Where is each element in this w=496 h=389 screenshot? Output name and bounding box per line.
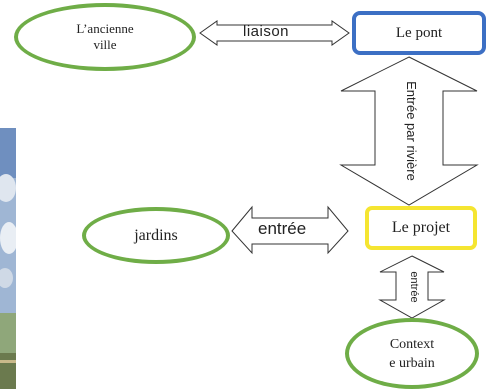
le-projet-node: Le projet	[365, 206, 477, 250]
le-pont-node: Le pont	[352, 11, 486, 55]
ancienne-ville-line2: ville	[93, 37, 117, 52]
context-urbain-line1: Context	[389, 336, 435, 352]
le-projet-label: Le projet	[391, 219, 451, 236]
le-pont-label: Le pont	[395, 24, 443, 41]
entree-par-riviere-label: Entrée par rivière	[404, 81, 419, 181]
entree-vertical-label: entrée	[408, 271, 420, 303]
jardins-label: jardins	[134, 226, 178, 244]
ancienne-ville-node: L’ancienne ville	[14, 3, 196, 71]
context-urbain-line2: e urbain	[389, 355, 435, 371]
context-urbain-node: Context e urbain	[345, 318, 479, 389]
jardins-node: jardins	[82, 207, 230, 264]
entree-par-riviere-arrow	[339, 56, 479, 206]
liaison-arrow	[199, 20, 350, 46]
ancienne-ville-line1: L’ancienne	[76, 21, 134, 36]
entree-horizontal-arrow	[231, 205, 349, 255]
background-photo-strip	[0, 128, 16, 389]
entree-horizontal-label: entrée	[258, 219, 307, 238]
liaison-label: liaison	[243, 23, 290, 40]
